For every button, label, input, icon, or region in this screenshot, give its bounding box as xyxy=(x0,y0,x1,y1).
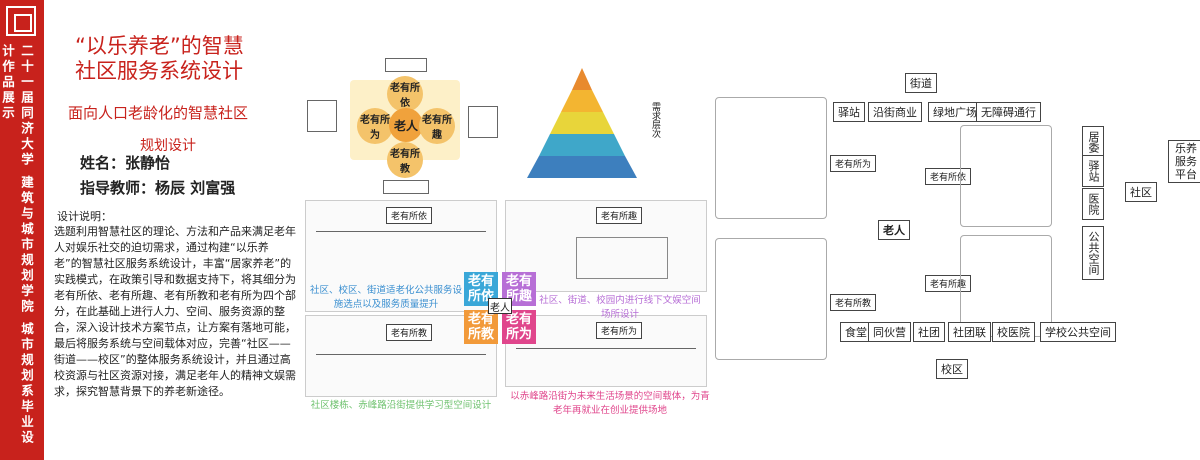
tag-center: 老人 xyxy=(488,298,512,314)
page-title: “以乐养老”的智慧 社区服务系统设计 xyxy=(75,34,244,84)
campus-item-3: 社团 xyxy=(913,322,945,342)
q2-root-node: 老有所趣 xyxy=(596,207,643,224)
branch-yi: 老有所依 xyxy=(925,168,972,185)
street-node: 街道 xyxy=(905,73,937,93)
concept-note-bottom xyxy=(383,180,429,194)
advisor-name: 指导教师：杨辰 刘富强 xyxy=(80,179,236,197)
subtitle-2: 规划设计 xyxy=(140,138,196,154)
right-item-2: 驿站 xyxy=(1082,155,1104,187)
tag-wei: 老有所为 xyxy=(502,310,536,344)
q4-root-node: 老有所为 xyxy=(596,322,643,339)
q4-caption: 以赤峰路沿街为未来生活场景的空间载体，为青老年再就业在创业提供场地 xyxy=(510,391,710,416)
q1-caption: 社区、校区、街道适老化公共服务设施选点以及服务质量提升 xyxy=(309,285,462,310)
platform-node: 乐养服务平台 xyxy=(1168,140,1200,183)
branch-qu: 老有所趣 xyxy=(925,275,972,292)
pyramid-level-5 xyxy=(527,156,637,178)
wei-subtree xyxy=(715,97,827,219)
right-item-4: 公共空间 xyxy=(1082,226,1104,280)
q3-tree-lines xyxy=(316,354,486,385)
q3-root-node: 老有所教 xyxy=(386,324,433,341)
tag-jiao: 老有所教 xyxy=(464,310,498,344)
jiao-subtree xyxy=(715,238,827,360)
campus-item-5: 校医院 xyxy=(992,322,1035,342)
street-item-4: 无障碍通行 xyxy=(976,102,1041,122)
description-label: 设计说明： xyxy=(57,210,112,223)
branch-wei: 老有所为 xyxy=(830,155,877,172)
community-node: 社区 xyxy=(1125,182,1157,202)
subtitle: 面向人口老龄化的智慧社区 xyxy=(68,104,249,122)
school-logo-icon xyxy=(6,6,36,36)
q1-tree-lines xyxy=(316,231,486,270)
pyramid-level-3 xyxy=(550,112,614,134)
system-center-node: 老人 xyxy=(878,220,910,240)
campus-item-4: 社团联 xyxy=(948,322,991,342)
q3-caption: 社区楼栋、赤峰路沿街提供学习型空间设计 xyxy=(310,400,492,411)
title-line-2: 社区服务系统设计 xyxy=(75,59,243,83)
maslow-pyramid xyxy=(525,68,640,180)
right-item-1: 居委 xyxy=(1082,126,1104,158)
street-item-3: 绿地广场 xyxy=(928,102,982,122)
street-item-2: 沿街商业 xyxy=(868,102,922,122)
concept-yi: 老有所依 xyxy=(387,76,423,112)
pyramid-arrow-label: 需求层次 xyxy=(650,102,660,138)
campus-item-2: 同伙营 xyxy=(868,322,911,342)
concept-diagram: 老有所依 老有所为 老人 老有所趣 老有所教 xyxy=(305,58,500,194)
title-line-1: “以乐养老”的智慧 xyxy=(75,34,244,58)
quadrant-yi-panel: 老有所依 xyxy=(305,200,497,312)
quadrant-qu-panel: 老有所趣 xyxy=(505,200,707,292)
concept-note-top xyxy=(385,58,427,72)
q2-caption: 社区、街道、校园内进行线下文娱空间场所设计 xyxy=(539,295,701,320)
concept-note-left xyxy=(307,100,337,132)
concept-jiao: 老有所教 xyxy=(387,142,423,178)
campus-node: 校区 xyxy=(936,359,968,379)
q1-root-node: 老有所依 xyxy=(386,207,433,224)
yi-subtree xyxy=(960,125,1052,227)
q4-tree-lines xyxy=(516,348,696,379)
concept-qu: 老有所趣 xyxy=(419,108,455,144)
right-item-3: 医院 xyxy=(1082,188,1104,220)
concept-note-right xyxy=(468,106,498,138)
student-name: 姓名：张静怡 xyxy=(80,154,171,172)
description-text: 选题利用智慧社区的理论、方法和产品来满足老年人对娱乐社交的迫切需求，通过构建“以… xyxy=(54,225,296,398)
pyramid-svg xyxy=(527,68,637,178)
pyramid-level-2 xyxy=(561,90,603,112)
sidebar-banner: 二十一届同济大学 建筑与城市规划学院 城市规划系毕业设计作品展示 xyxy=(0,0,44,460)
concept-center: 老人 xyxy=(389,108,423,142)
pyramid-level-4 xyxy=(539,134,625,156)
quadrant-wei-panel: 老有所为 xyxy=(505,315,707,387)
street-item-1: 驿站 xyxy=(833,102,865,122)
system-diagram: 街道 驿站 沿街商业 绿地广场 无障碍通行 老人 老有所为 老有所依 老有所教 … xyxy=(710,70,1200,455)
q2-tree-box xyxy=(576,237,668,279)
branch-jiao: 老有所教 xyxy=(830,294,877,311)
sidebar-text: 二十一届同济大学 建筑与城市规划学院 城市规划系毕业设计作品展示 xyxy=(0,44,34,447)
campus-item-6: 学校公共空间 xyxy=(1040,322,1116,342)
concept-wei: 老有所为 xyxy=(357,108,393,144)
tag-yi: 老有所依 xyxy=(464,272,498,306)
pyramid-level-1 xyxy=(572,68,592,90)
